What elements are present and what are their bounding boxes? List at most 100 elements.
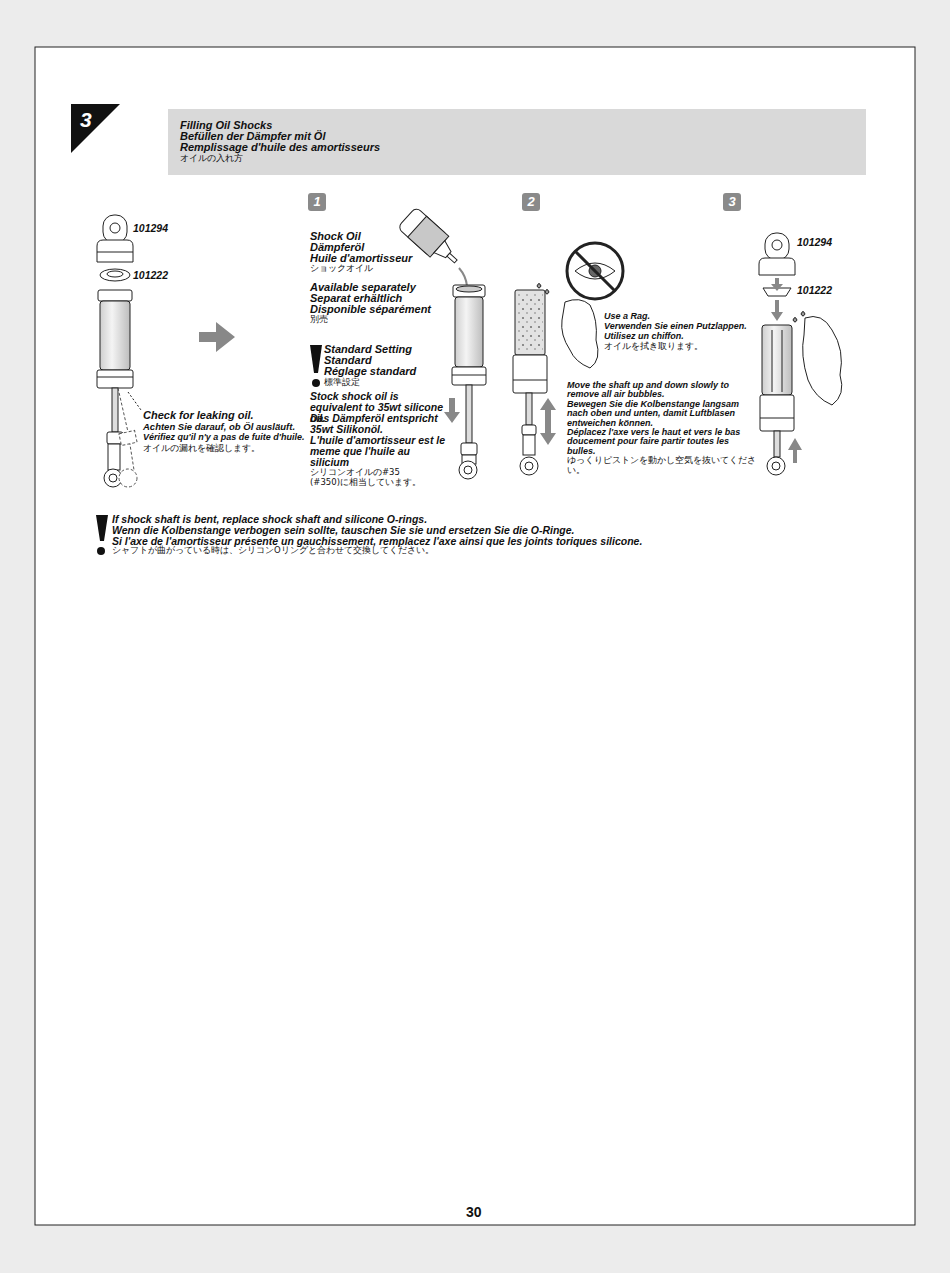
part-number: 101222 [797,285,832,296]
instruction-text: 標準設定 [324,378,360,388]
shock-body [513,355,547,393]
direction-arrow [771,300,783,321]
shock-assembly [97,215,141,487]
step-number: 2 [522,193,540,211]
shock-body [525,462,533,470]
shock-assembly [772,330,773,392]
shock-assembly [759,258,795,275]
instruction-text: If shock shaft is bent, replace shock sh… [112,514,427,525]
warning-mark [310,345,322,373]
instruction-text: Move the shaft up and down slowly to rem… [567,381,752,400]
shock-assembly [97,370,133,388]
shock-body [466,385,472,443]
rag [562,300,598,368]
instruction-text: オイルの漏れを確認します。 [143,444,260,454]
title-text: Remplissage d'huile des amortisseurs [180,142,854,153]
shock-assembly [760,395,794,431]
direction-arrow [444,398,460,423]
instruction-text: Déplacez l'axe vers le haut et vers le b… [567,428,752,456]
shock-body [513,380,547,381]
instruction-text: L'huile d'amortisseur est le meme que l'… [310,435,448,468]
no-look-symbol [567,243,623,299]
shock-body [452,375,486,376]
oil-bottle [459,268,467,286]
shock-assembly [762,325,792,395]
shock-body [537,284,549,295]
instruction-text: シリコンオイルの#35 (#350)に相当しています。 [310,468,430,488]
instruction-text: Achten Sie darauf, ob Öl ausläuft. [143,422,295,432]
instruction-text: オイルを拭き取ります。 [604,342,703,352]
instruction-text: Check for leaking oil. [143,410,254,422]
shock-body [461,443,477,455]
step-number: 3 [723,193,741,211]
step-number-text: 1 [308,193,326,211]
shock-assembly [765,233,789,260]
shock-assembly [119,430,137,445]
shock-assembly [107,271,123,277]
instruction-text: Bewegen Sie die Kolbenstange langsam nac… [567,400,752,428]
step-number-text: 3 [723,193,741,211]
title-text: Befüllen der Dämpfer mit Öl [180,131,854,142]
part-number: 101294 [797,237,832,248]
title-text: Filling Oil Shocks [180,120,854,131]
instruction-text: Huile d'amortisseur [310,253,412,265]
shock-body [455,297,483,367]
no-look-symbol [567,243,623,299]
shock-assembly [128,392,141,410]
shock-assembly [108,444,120,470]
shock-assembly [112,388,118,432]
shock-body [526,393,532,425]
direction-arrow [771,278,783,291]
shock-assembly [97,377,133,378]
shock-body [517,292,543,353]
shock-body [452,367,486,385]
shock-assembly [103,215,127,243]
shock-body [452,285,486,479]
warning-mark [96,515,108,541]
instruction-text: ゆっくりピストンを動かし空気を抜いてください。 [567,456,757,476]
shock-assembly [772,462,780,470]
direction-arrow [788,438,802,463]
instruction-text: 別売 [310,315,328,325]
instruction-text: Shock Oil [310,231,361,243]
instruction-text: Standard Setting [324,344,412,356]
title-band: Filling Oil ShocksBefüllen der Dämpfer m… [168,109,866,175]
shock-assembly [774,431,780,457]
shock-assembly [772,240,782,250]
shock-body [523,435,535,455]
step-triangle [71,104,120,153]
step-number: 3 [71,104,120,153]
bullet-dot [97,547,105,555]
shock-assembly [118,388,137,487]
shock-assembly [782,330,783,392]
instruction-text: Das Dämpferöl entspricht 35wt Silikonöl. [310,413,448,435]
shock-body [453,285,485,297]
instruction-text: Vérifiez qu'il n'y a pas de fuite d'huil… [143,433,304,442]
step-number-text: 3 [80,108,92,132]
instruction-text: Utilisez un chiffon. [604,332,684,341]
instruction-text: Standard [324,355,372,367]
shock-assembly [100,269,130,281]
bullet-dot [312,379,320,387]
part-number: 101222 [133,270,168,281]
instruction-text: Available separately [310,282,416,294]
shock-assembly [118,388,134,470]
shock-assembly [100,301,130,370]
shock-assembly [97,240,133,262]
instruction-text: シャフトが曲がっている時は、シリコンOリングと合わせて交換してください。 [112,546,434,556]
shock-body [464,466,472,474]
shock-body [515,290,545,355]
instruction-text: Verwenden Sie einen Putzlappen. [604,322,747,331]
shock-assembly [767,457,785,475]
shock-assembly [119,469,137,487]
rag [803,317,842,406]
step-number: 1 [308,193,326,211]
shock-assembly [109,474,117,482]
part-number: 101294 [133,223,168,234]
shock-assembly [760,418,794,419]
oil-bottle [447,253,457,263]
shock-assembly [98,290,132,301]
shock-assembly [793,312,805,323]
